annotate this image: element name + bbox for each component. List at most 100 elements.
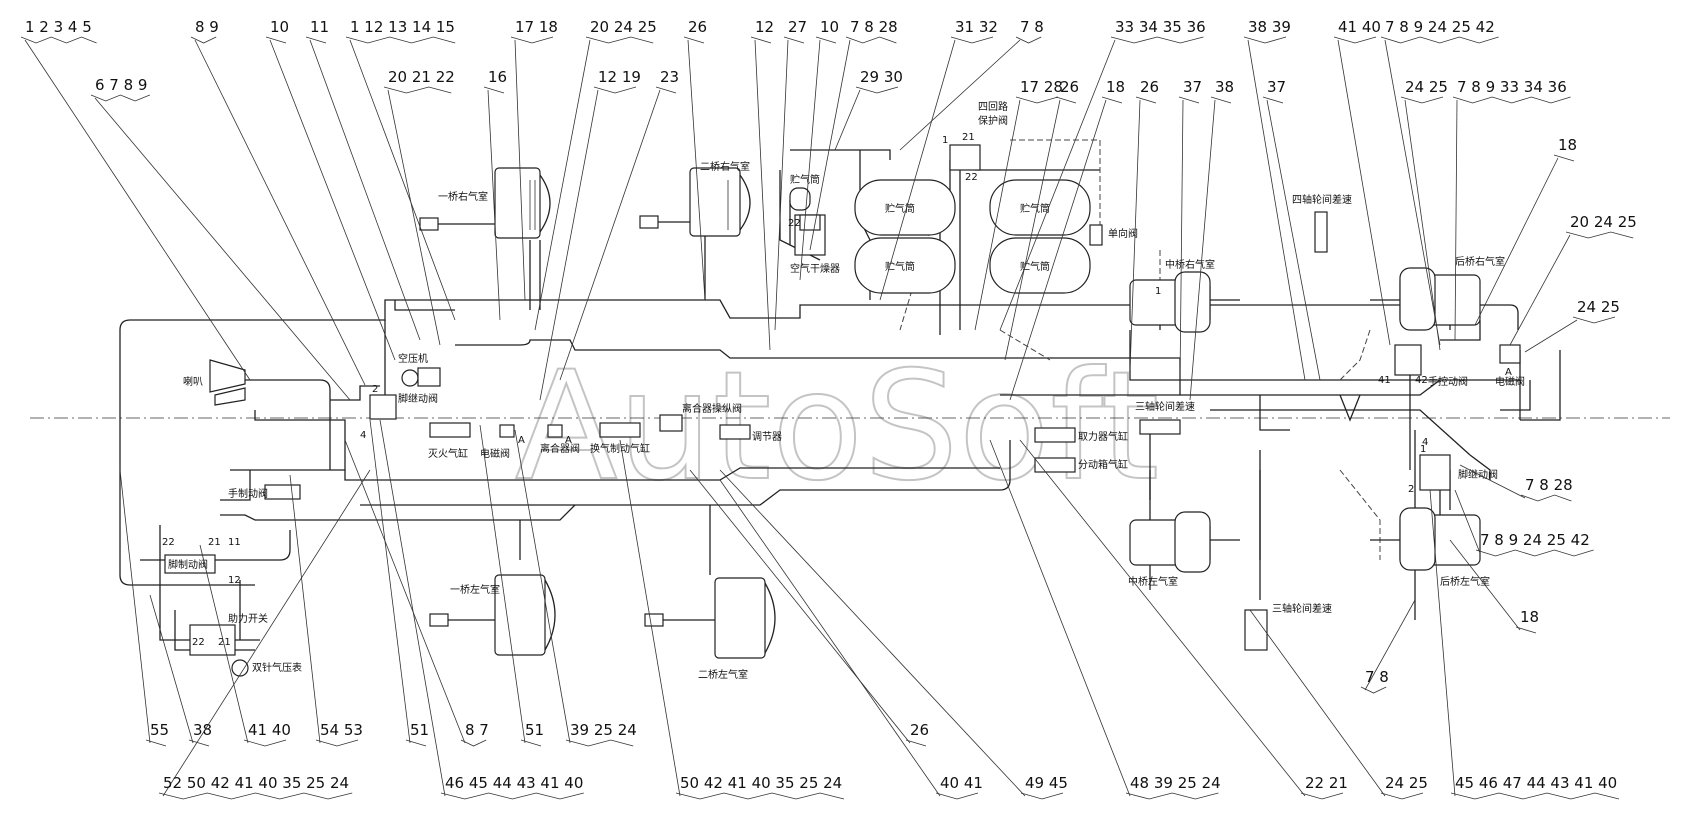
- callout-leader: [487, 89, 501, 321]
- callout-leader: [1474, 157, 1559, 326]
- callout-underline: [655, 86, 677, 94]
- callout-number: 20 24 25: [590, 18, 657, 36]
- clutch-booster-label: 离合器操纵阀: [682, 402, 742, 415]
- axle3-diff-lock-label: 三轴轮间差速: [1272, 602, 1332, 615]
- callout-underline: [1110, 36, 1204, 44]
- callout-underline: [1333, 36, 1377, 44]
- callout-underline: [90, 94, 150, 102]
- port-A-em: A: [1505, 367, 1512, 378]
- callout-underline: [593, 86, 637, 94]
- chamber-mid-right: 1 中桥右气室: [1129, 258, 1240, 333]
- callout-leader: [689, 469, 911, 744]
- hand-brake-valve: 手制动阀: [228, 484, 301, 500]
- port-A-2: A: [565, 435, 572, 446]
- callout-leader: [534, 39, 591, 331]
- callout-number: 39 25 24: [570, 721, 637, 739]
- callout-underline: [1380, 792, 1424, 800]
- callout-underline: [345, 36, 456, 44]
- callout-leader: [24, 39, 251, 381]
- callout-leader: [1129, 99, 1141, 371]
- callout-leader: [899, 39, 1021, 151]
- callout-number: 24 25: [1405, 78, 1448, 96]
- solenoid-valve-label: 电磁阀: [480, 447, 510, 460]
- callout-underline: [1015, 96, 1059, 104]
- callout-leader: [1247, 39, 1306, 381]
- shift-cylinder-label: 换气制动气缸: [590, 442, 650, 455]
- booster-switch-label: 助力开关: [228, 612, 268, 625]
- axle4-diff-valve-label: 四轴轮间差速: [1292, 193, 1352, 206]
- emergency-valve-label: 电磁阀: [1495, 375, 1525, 388]
- brake-valve-label: 脚制动阀: [168, 558, 208, 571]
- callout-leader: [1524, 319, 1578, 353]
- callout-underline: [460, 739, 487, 747]
- callout-number: 18: [1520, 608, 1539, 626]
- callout-leader: [94, 97, 351, 401]
- axle2-right-chamber-label: 二桥右气室: [700, 160, 750, 173]
- callout-leader: [774, 39, 789, 331]
- callout-number: 50 42 41 40 35 25 24: [680, 774, 842, 792]
- callout-underline: [1055, 96, 1077, 104]
- port-1-frv-r: 1: [1420, 444, 1426, 455]
- callout-number: 22 21: [1305, 774, 1348, 792]
- port-2-frv-r: 2: [1408, 484, 1414, 495]
- callout-leader: [1179, 99, 1184, 381]
- callout-underline: [1572, 316, 1616, 324]
- chamber-axle2-right: 二桥右气室: [639, 160, 751, 237]
- callout-underline: [243, 739, 287, 747]
- check-valve: 单向阀: [1089, 224, 1138, 246]
- callout-number: 18: [1106, 78, 1125, 96]
- chamber-mid-left: 中桥左气室: [1128, 511, 1240, 588]
- callout-number: 8 9: [195, 18, 219, 36]
- callout-leader: [1454, 99, 1458, 341]
- callout-leader: [1004, 99, 1061, 361]
- four-circuit-protection-valve: 四回路 保护阀 1 21 22: [942, 100, 1008, 183]
- callout-number: 11: [310, 18, 329, 36]
- callout-leader: [149, 594, 194, 744]
- chamber-rear-left: 后桥左气室: [1370, 507, 1490, 588]
- callout-number: 17 18: [515, 18, 558, 36]
- callout-number: 37: [1183, 78, 1202, 96]
- callout-underline: [1565, 231, 1634, 239]
- callout-leader: [754, 39, 771, 351]
- callout-leader: [1364, 599, 1416, 691]
- callout-leader: [1337, 39, 1391, 346]
- callout-number: 31 32: [955, 18, 998, 36]
- callout-underline: [1450, 792, 1620, 800]
- port-4-frv: 4: [360, 430, 366, 441]
- callout-number: 45 46 47 44 43 41 40: [1455, 774, 1617, 792]
- four-circuit-label-1: 四回路: [978, 100, 1008, 113]
- callout-number: 51: [410, 721, 429, 739]
- shift-cylinder: [599, 422, 641, 438]
- callout-underline: [1515, 626, 1537, 634]
- callout-leader: [1019, 439, 1306, 797]
- air-tank-small-label: 贮气筒: [790, 173, 820, 186]
- callout-leader: [1009, 99, 1107, 401]
- pto-cylinder-label: 取力器气缸: [1078, 430, 1128, 443]
- callout-number: 37: [1267, 78, 1286, 96]
- check-valve-label: 单向阀: [1108, 227, 1138, 240]
- port-21-bv: 21: [208, 537, 221, 548]
- callout-underline: [750, 36, 772, 44]
- emergency-relay-valve: 电磁阀 A: [1495, 344, 1525, 388]
- callout-number: 46 45 44 43 41 40: [445, 774, 583, 792]
- callout-number: 7 8 28: [850, 18, 898, 36]
- callout-number: 16: [488, 68, 507, 86]
- callout-leader: [344, 439, 466, 744]
- callout-underline: [405, 739, 427, 747]
- callout-underline: [1360, 686, 1387, 694]
- callout-leader: [1266, 99, 1321, 381]
- callout-number: 7 8 9 33 34 36: [1457, 78, 1567, 96]
- callout-leader: [1449, 539, 1521, 631]
- port-21-4cv: 21: [962, 132, 975, 143]
- callout-number: 51: [525, 721, 544, 739]
- pto-cylinders: 取力器气缸 分动箱气缸: [1034, 427, 1128, 473]
- callout-leader: [974, 99, 1021, 331]
- callout-number: 48 39 25 24: [1130, 774, 1221, 792]
- callout-underline: [1015, 36, 1042, 44]
- callout-number: 41 40: [1338, 18, 1381, 36]
- callout-underline: [585, 36, 654, 44]
- callout-leader: [349, 39, 456, 321]
- callout-number: 7 8 28: [1525, 476, 1573, 494]
- callout-underline: [675, 792, 845, 800]
- compressor-label: 空压机: [398, 352, 428, 365]
